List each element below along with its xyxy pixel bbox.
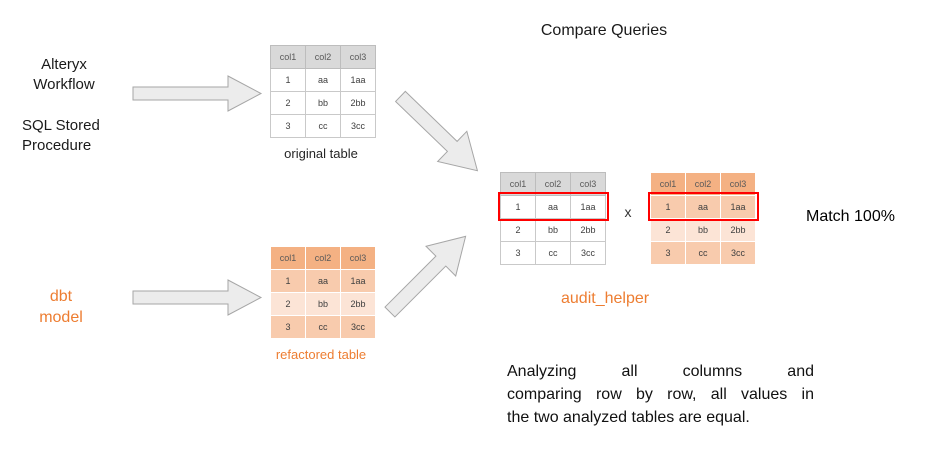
alteryx-workflow-label: Alteryx Workflow: [14, 55, 114, 95]
multiply-operator: x: [624, 204, 632, 220]
table-header-cell: col3: [570, 172, 606, 196]
table-cell: 1: [500, 195, 536, 219]
flow-arrow-refactored-icon: [132, 279, 263, 321]
table-row: 3 cc 3cc: [650, 241, 756, 265]
table-cell: 3: [650, 241, 686, 265]
refactored-table: col1 col2 col3 1 aa 1aa 2 bb 2bb 3: [270, 246, 376, 362]
table-header-cell: col3: [340, 45, 376, 69]
table-header-cell: col2: [685, 172, 721, 196]
table-cell: 2: [500, 218, 536, 242]
sql-stored-procedure-line1: SQL Stored: [22, 117, 100, 134]
table-cell: 1aa: [720, 195, 756, 219]
table-cell: 2: [270, 91, 306, 115]
dbt-model-label: dbt model: [26, 286, 96, 328]
table-row: 2 bb 2bb: [270, 91, 376, 115]
audit-helper-label: audit_helper: [561, 290, 650, 307]
table-cell: 3: [270, 114, 306, 138]
table-cell: cc: [305, 315, 341, 339]
table-cell: 3cc: [720, 241, 756, 265]
table-row: 1 aa 1aa: [270, 269, 376, 293]
table-header-row: col1 col2 col3: [270, 246, 376, 270]
table-cell: 1aa: [340, 68, 376, 92]
flow-arrow-refactored-to-compare-icon: [374, 219, 486, 331]
description-text: Analyzing all columns and comparing row …: [507, 360, 814, 429]
table-header-cell: col1: [500, 172, 536, 196]
flow-arrow-original-to-compare-icon: [381, 80, 494, 192]
flow-arrow-original-icon: [132, 75, 263, 117]
table-cell: cc: [535, 241, 571, 265]
table-cell: 3cc: [340, 114, 376, 138]
dbt-model-line1: dbt: [49, 288, 73, 305]
table-row: 2 bb 2bb: [650, 218, 756, 242]
table-cell: 2: [650, 218, 686, 242]
compare-left-data-table: col1 col2 col3 1 aa 1aa 2 bb 2bb 3: [500, 172, 606, 265]
match-percentage-label: Match 100%: [806, 208, 895, 225]
original-table-caption: original table: [284, 146, 358, 161]
table-header-cell: col3: [720, 172, 756, 196]
table-cell: 2bb: [340, 91, 376, 115]
table-header-cell: col1: [270, 45, 306, 69]
table-cell: bb: [535, 218, 571, 242]
description-line: the two analyzed tables are equal.: [507, 409, 750, 426]
description-line: comparing row by row, all values in: [507, 386, 814, 403]
table-cell: 3cc: [570, 241, 606, 265]
description-line: Analyzing all columns and: [507, 363, 814, 380]
table-row: 1 aa 1aa: [650, 195, 756, 219]
table-row: 2 bb 2bb: [270, 292, 376, 316]
table-cell: 1: [270, 269, 306, 293]
table-cell: aa: [305, 269, 341, 293]
table-header-row: col1 col2 col3: [650, 172, 756, 196]
original-table: col1 col2 col3 1 aa 1aa 2 bb 2bb 3: [270, 45, 376, 161]
compare-right-table: col1 col2 col3 1 aa 1aa 2 bb 2bb 3: [648, 172, 759, 265]
table-cell: 2bb: [720, 218, 756, 242]
table-cell: 1: [270, 68, 306, 92]
table-cell: bb: [305, 292, 341, 316]
table-header-cell: col1: [650, 172, 686, 196]
table-header-cell: col1: [270, 246, 306, 270]
page-title: Compare Queries: [540, 22, 668, 39]
table-row: 1 aa 1aa: [500, 195, 606, 219]
sql-stored-procedure-label: SQL Stored Procedure: [22, 116, 100, 156]
table-cell: aa: [305, 68, 341, 92]
table-header-cell: col2: [535, 172, 571, 196]
table-row: 3 cc 3cc: [500, 241, 606, 265]
alteryx-workflow-line2: Workflow: [33, 76, 95, 93]
table-row: 2 bb 2bb: [500, 218, 606, 242]
table-cell: aa: [685, 195, 721, 219]
table-header-row: col1 col2 col3: [270, 45, 376, 69]
table-cell: 2bb: [340, 292, 376, 316]
table-cell: cc: [305, 114, 341, 138]
refactored-data-table: col1 col2 col3 1 aa 1aa 2 bb 2bb 3: [270, 246, 376, 339]
table-cell: 2: [270, 292, 306, 316]
table-row: 3 cc 3cc: [270, 315, 376, 339]
table-cell: 1: [650, 195, 686, 219]
compare-left-table: col1 col2 col3 1 aa 1aa 2 bb 2bb 3: [498, 172, 609, 265]
refactored-table-caption: refactored table: [275, 347, 367, 362]
table-cell: cc: [685, 241, 721, 265]
table-cell: 3cc: [340, 315, 376, 339]
table-cell: bb: [685, 218, 721, 242]
table-cell: 1aa: [340, 269, 376, 293]
compare-right-data-table: col1 col2 col3 1 aa 1aa 2 bb 2bb 3: [650, 172, 756, 265]
table-header-cell: col3: [340, 246, 376, 270]
table-header-row: col1 col2 col3: [500, 172, 606, 196]
table-cell: 2bb: [570, 218, 606, 242]
original-data-table: col1 col2 col3 1 aa 1aa 2 bb 2bb 3: [270, 45, 376, 138]
table-cell: aa: [535, 195, 571, 219]
table-header-cell: col2: [305, 246, 341, 270]
table-row: 1 aa 1aa: [270, 68, 376, 92]
table-cell: 3: [500, 241, 536, 265]
table-row: 3 cc 3cc: [270, 114, 376, 138]
dbt-model-line2: model: [39, 309, 83, 326]
table-cell: 3: [270, 315, 306, 339]
alteryx-workflow-line1: Alteryx: [41, 56, 87, 73]
table-cell: 1aa: [570, 195, 606, 219]
sql-stored-procedure-line2: Procedure: [22, 137, 92, 154]
table-cell: bb: [305, 91, 341, 115]
table-header-cell: col2: [305, 45, 341, 69]
